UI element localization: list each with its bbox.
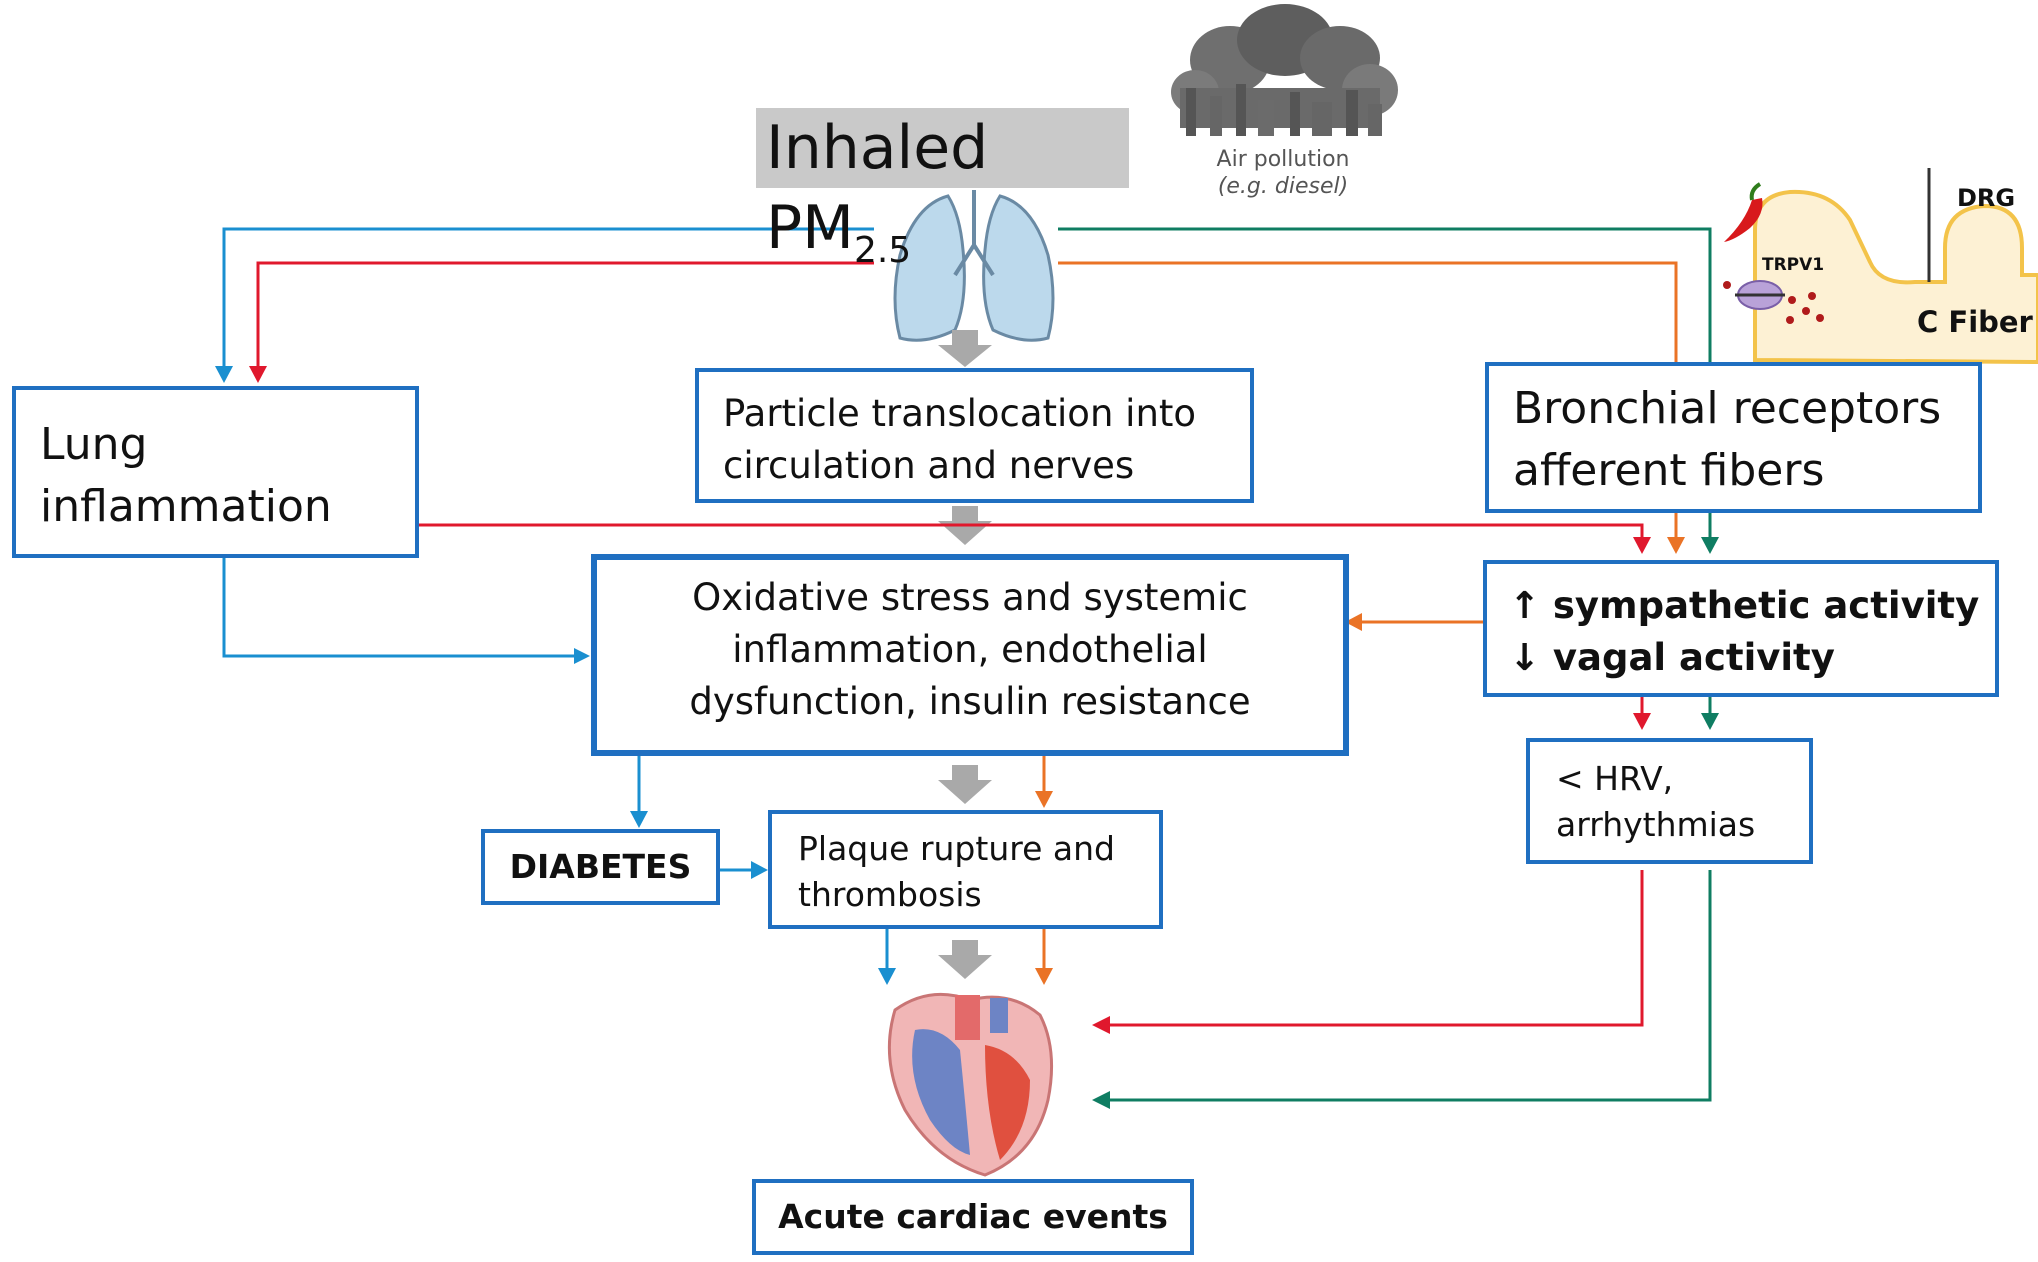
hrv-arrhythmias-box: < HRV, arrhythmias [1526,738,1813,864]
orange-arrowheads [1035,537,1685,985]
neuron-icon [1723,168,2038,365]
heart-icon [887,992,1054,1177]
lung-inflammation-box: Lung inflammation [12,386,419,558]
factory-smoke-icon [1171,4,1398,136]
translocation-line2: circulation and nerves [723,444,1135,487]
pollution-caption-line2: (e.g. diesel) [1218,174,1348,199]
green-arrowheads [1092,537,1719,1109]
title-subscript: 2.5 [853,230,912,271]
diabetes-box: DIABETES [481,829,720,905]
blue-pathways [222,227,889,972]
bronchial-line2: afferent fibers [1513,445,1825,496]
oxidative-line3: dysfunction, insulin resistance [689,680,1251,723]
red-arrowheads [249,366,1651,1034]
translocation-line1: Particle translocation into [723,392,1197,435]
title-main: Inhaled PM [766,113,989,263]
inhaled-pm25-title: Inhaled PM2.5 [756,108,1129,271]
pollution-caption-line1: Air pollution [1217,147,1350,172]
lungs-icon [893,190,1055,342]
drg-label: DRG [1957,184,2015,212]
oxidative-line2: inflammation, endothelial [732,628,1208,671]
lung-inflammation-line2: inflammation [40,481,332,532]
particle-translocation-box: Particle translocation into circulation … [695,368,1254,503]
chili-pepper-icon [1724,182,1763,242]
bronchial-receptors-box: Bronchial receptors afferent fibers [1485,362,1982,513]
plaque-line1: Plaque rupture and [798,829,1115,868]
bronchial-line1: Bronchial receptors [1513,383,1942,434]
diabetes-label: DIABETES [509,847,692,886]
oxidative-stress-box: Oxidative stress and systemic inflammati… [591,554,1349,756]
blue-arrowheads [215,366,896,985]
lung-inflammation-line1: Lung [40,419,148,470]
autonomic-activity-box: ↑ sympathetic activity ↓ vagal activity [1483,560,1999,697]
hrv-line1: < HRV, [1556,759,1674,798]
acute-cardiac-label: Acute cardiac events [778,1197,1168,1236]
acute-cardiac-events-box: Acute cardiac events [752,1179,1194,1255]
oxidative-line1: Oxidative stress and systemic [692,576,1248,619]
red-pathways [256,261,1644,1027]
hrv-line2: arrhythmias [1556,805,1756,844]
trpv1-label: TRPV1 [1762,255,1824,275]
plaque-rupture-box: Plaque rupture and thrombosis [768,810,1163,929]
sympathetic-line: ↑ sympathetic activity [1509,584,1980,627]
vagal-line: ↓ vagal activity [1509,636,1835,679]
plaque-line2: thrombosis [798,875,982,914]
c-fiber-label: C Fiber [1917,305,2034,339]
